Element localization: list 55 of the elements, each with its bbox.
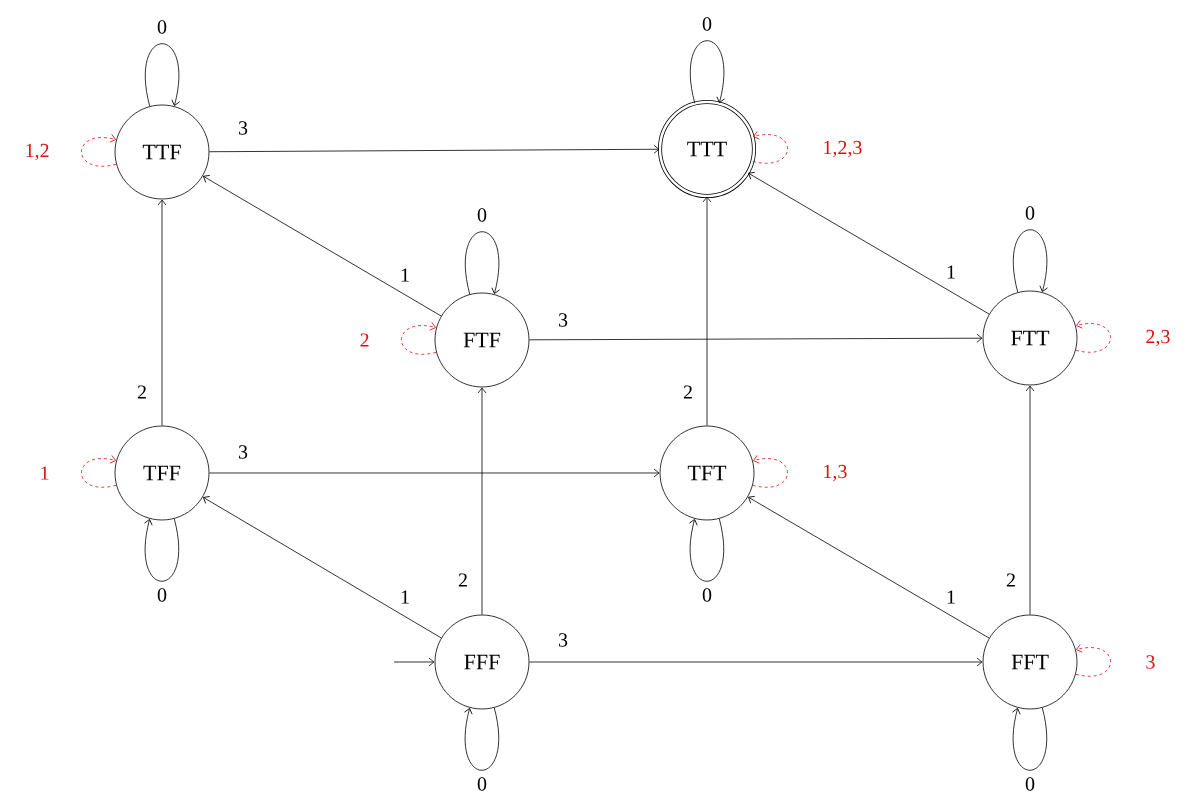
edge-label: 0 <box>1025 777 1035 791</box>
edge-label: 1 <box>41 466 49 480</box>
edge-label: 2 <box>137 385 146 399</box>
edge-label: 3 <box>558 633 568 647</box>
arrow <box>702 196 712 426</box>
arrow <box>202 496 442 639</box>
edge-label: 3 <box>238 121 248 135</box>
edge-label: 1 <box>401 590 409 604</box>
edge-label: 0 <box>157 20 167 34</box>
self-loop <box>81 455 117 488</box>
arrow <box>529 333 983 343</box>
edge-label: 3 <box>238 445 248 459</box>
edge-label: 1,2,3 <box>824 140 862 158</box>
edge-label: 0 <box>702 17 712 31</box>
self-loop <box>752 455 788 488</box>
edge-label: 0 <box>477 208 487 222</box>
edge-label: 3 <box>558 313 568 327</box>
self-loop <box>1075 320 1111 353</box>
edge-label: 1 <box>401 268 409 282</box>
edge-label: 2 <box>458 573 467 587</box>
self-loop <box>689 40 725 104</box>
arrow <box>748 171 990 315</box>
arrow <box>209 144 660 154</box>
self-loop <box>81 134 117 167</box>
arrow <box>1025 385 1035 615</box>
edge-label: 0 <box>477 777 487 791</box>
self-loop <box>144 518 180 582</box>
self-loop <box>689 518 725 582</box>
arrow <box>203 175 442 317</box>
self-loop <box>752 131 788 164</box>
edge-label: 2 <box>360 333 369 347</box>
self-loop <box>401 322 437 355</box>
edge-label: 1 <box>947 590 955 604</box>
arrow <box>477 387 487 615</box>
edge-label: 0 <box>157 588 167 602</box>
initial-arrow <box>393 657 435 667</box>
edge-label: 3 <box>1146 655 1155 669</box>
self-loop <box>1012 707 1048 771</box>
edge-label: 2 <box>1006 573 1015 587</box>
edge-label: 1,2 <box>26 143 49 161</box>
edge-label: 2 <box>683 385 692 399</box>
edge-label: 0 <box>1025 206 1035 220</box>
arrow <box>157 199 167 426</box>
arrow <box>209 468 660 478</box>
arrow <box>529 657 983 667</box>
edge-label: 1,3 <box>824 464 847 482</box>
edge-label: 1 <box>947 265 955 279</box>
self-loop <box>464 231 500 295</box>
self-loop <box>464 707 500 771</box>
self-loop <box>1075 644 1111 677</box>
self-loop <box>1012 229 1048 293</box>
edge-label: 0 <box>702 588 712 602</box>
arrow <box>748 495 990 639</box>
edge-label: 2,3 <box>1146 329 1170 347</box>
self-loop <box>144 43 180 107</box>
